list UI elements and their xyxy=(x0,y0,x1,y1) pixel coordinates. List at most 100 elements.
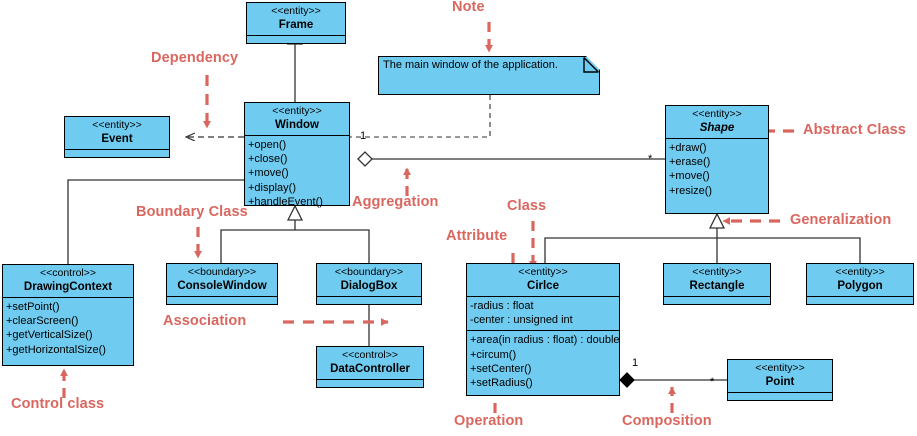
class-stereotype-dialogbox: <<boundary>> xyxy=(334,266,404,278)
annotation-label-operation: Operation xyxy=(454,413,524,429)
class-header-dialogbox: <<boundary>> DialogBox xyxy=(317,264,421,297)
class-box-consolewindow[interactable]: <<boundary>> ConsoleWindow xyxy=(166,263,278,305)
class-member: +setPoint() xyxy=(6,300,60,313)
class-header-window: <<entity>> Window xyxy=(245,103,349,136)
class-name-point: Point xyxy=(765,375,795,388)
class-box-drawingcontext[interactable]: <<control>> DrawingContext +setPoint() +… xyxy=(2,264,134,366)
class-name-event: Event xyxy=(101,132,133,145)
class-member: +getVerticalSize() xyxy=(6,329,93,342)
class-name-consolewindow: ConsoleWindow xyxy=(177,279,267,292)
class-stereotype-frame: <<entity>> xyxy=(271,5,321,17)
annotation-label-dependency: Dependency xyxy=(151,50,239,66)
class-member: +open() xyxy=(248,138,287,151)
class-box-dialogbox[interactable]: <<boundary>> DialogBox xyxy=(316,263,422,305)
annotation-label-generalization: Generalization xyxy=(790,212,892,228)
class-header-consolewindow: <<boundary>> ConsoleWindow xyxy=(167,264,277,297)
class-name-datacontroller: DataController xyxy=(330,362,410,375)
note-anchor-line xyxy=(350,95,491,138)
class-box-point[interactable]: <<entity>> Point xyxy=(727,359,833,401)
class-name-window: Window xyxy=(275,118,319,131)
class-box-circle[interactable]: <<entity>> Cirlce -radius : float -cente… xyxy=(466,263,620,396)
class-operations-shape: +draw() +erase() +move() +resize() xyxy=(666,139,768,201)
class-box-window[interactable]: <<entity>> Window +open() +close() +move… xyxy=(244,102,350,208)
multiplicity-circle-point-source: 1 xyxy=(632,357,639,369)
note-text: The main window of the application. xyxy=(383,59,558,71)
class-name-shape: Shape xyxy=(699,121,735,134)
class-operations-circle: +area(in radius : float) : double +circu… xyxy=(467,331,620,393)
annotation-label-note: Note xyxy=(452,0,485,15)
annotation-label-abstract-class: Abstract Class xyxy=(803,122,906,138)
multiplicity-window-shape-target: * xyxy=(648,153,653,165)
class-header-event: <<entity>> Event xyxy=(65,117,169,150)
class-stereotype-polygon: <<entity>> xyxy=(835,266,885,278)
class-member: +getHorizontalSize() xyxy=(6,343,106,356)
class-header-circle: <<entity>> Cirlce xyxy=(467,264,619,297)
class-operations-window: +open() +close() +move() +display() +han… xyxy=(245,136,349,212)
class-member: +area(in radius : float) : double xyxy=(470,334,620,347)
class-name-circle: Cirlce xyxy=(527,279,559,292)
class-name-frame: Frame xyxy=(278,18,314,31)
class-compartment-rectangle xyxy=(664,297,770,309)
annotation-label-attribute: Attribute xyxy=(446,228,508,244)
class-member: +circum() xyxy=(470,348,517,361)
class-stereotype-drawingcontext: <<control>> xyxy=(39,267,97,279)
class-header-frame: <<entity>> Frame xyxy=(247,3,345,36)
class-stereotype-shape: <<entity>> xyxy=(692,108,742,120)
class-compartment-polygon xyxy=(807,297,913,309)
class-compartment-dialogbox xyxy=(317,297,421,309)
class-member: -center : unsigned int xyxy=(470,314,573,327)
class-compartment-event xyxy=(65,150,169,162)
class-stereotype-datacontroller: <<control>> xyxy=(341,349,399,361)
class-attributes-circle: -radius : float -center : unsigned int xyxy=(467,297,619,332)
class-member: +draw() xyxy=(669,141,707,154)
multiplicity-window-shape-source: 1 xyxy=(360,130,367,142)
class-member: +setRadius() xyxy=(470,377,533,390)
class-header-drawingcontext: <<control>> DrawingContext xyxy=(3,265,133,298)
annotation-label-association: Association xyxy=(163,313,247,329)
annotation-label-composition: Composition xyxy=(622,413,712,429)
class-stereotype-window: <<entity>> xyxy=(272,105,322,117)
class-operations-drawingcontext: +setPoint() +clearScreen() +getVerticalS… xyxy=(3,298,133,360)
class-stereotype-consolewindow: <<boundary>> xyxy=(187,266,257,278)
class-compartment-datacontroller xyxy=(317,380,423,392)
multiplicity-circle-point-target: * xyxy=(710,376,715,388)
class-header-datacontroller: <<control>> DataController xyxy=(317,347,423,380)
class-name-dialogbox: DialogBox xyxy=(340,279,398,292)
aggregation-window-shape xyxy=(357,151,667,167)
class-stereotype-point: <<entity>> xyxy=(755,362,805,374)
class-box-polygon[interactable]: <<entity>> Polygon xyxy=(806,263,914,305)
class-member: +clearScreen() xyxy=(6,315,79,328)
class-member: -radius : float xyxy=(470,299,534,312)
class-compartment-frame xyxy=(247,36,345,48)
class-header-shape: <<entity>> Shape xyxy=(666,106,768,139)
class-name-polygon: Polygon xyxy=(837,279,883,292)
class-member: +move() xyxy=(669,170,710,183)
class-member: +move() xyxy=(248,167,289,180)
class-header-point: <<entity>> Point xyxy=(728,360,832,393)
class-member: +close() xyxy=(248,153,288,166)
class-name-rectangle: Rectangle xyxy=(689,279,745,292)
class-box-event[interactable]: <<entity>> Event xyxy=(64,116,170,158)
class-member: +setCenter() xyxy=(470,363,532,375)
class-header-rectangle: <<entity>> Rectangle xyxy=(664,264,770,297)
class-header-polygon: <<entity>> Polygon xyxy=(807,264,913,297)
class-stereotype-event: <<entity>> xyxy=(92,119,142,131)
class-member: +erase() xyxy=(669,156,711,169)
annotation-label-control-class: Control class xyxy=(11,396,105,412)
class-name-drawingcontext: DrawingContext xyxy=(23,280,113,293)
class-stereotype-circle: <<entity>> xyxy=(518,266,568,278)
class-compartment-point xyxy=(728,393,832,405)
annotation-label-aggregation: Aggregation xyxy=(352,194,439,210)
note-box[interactable]: The main window of the application. xyxy=(378,55,601,95)
class-box-datacontroller[interactable]: <<control>> DataController xyxy=(316,346,424,388)
class-box-frame[interactable]: <<entity>> Frame xyxy=(246,2,346,44)
class-box-rectangle[interactable]: <<entity>> Rectangle xyxy=(663,263,771,305)
class-compartment-consolewindow xyxy=(167,297,277,309)
class-member: +handleEvent() xyxy=(248,196,323,208)
annotation-label-class: Class xyxy=(507,198,547,214)
class-stereotype-rectangle: <<entity>> xyxy=(692,266,742,278)
class-box-shape[interactable]: <<entity>> Shape +draw() +erase() +move(… xyxy=(665,105,769,214)
class-member: +resize() xyxy=(669,184,713,197)
note-fold-corner xyxy=(585,55,601,71)
